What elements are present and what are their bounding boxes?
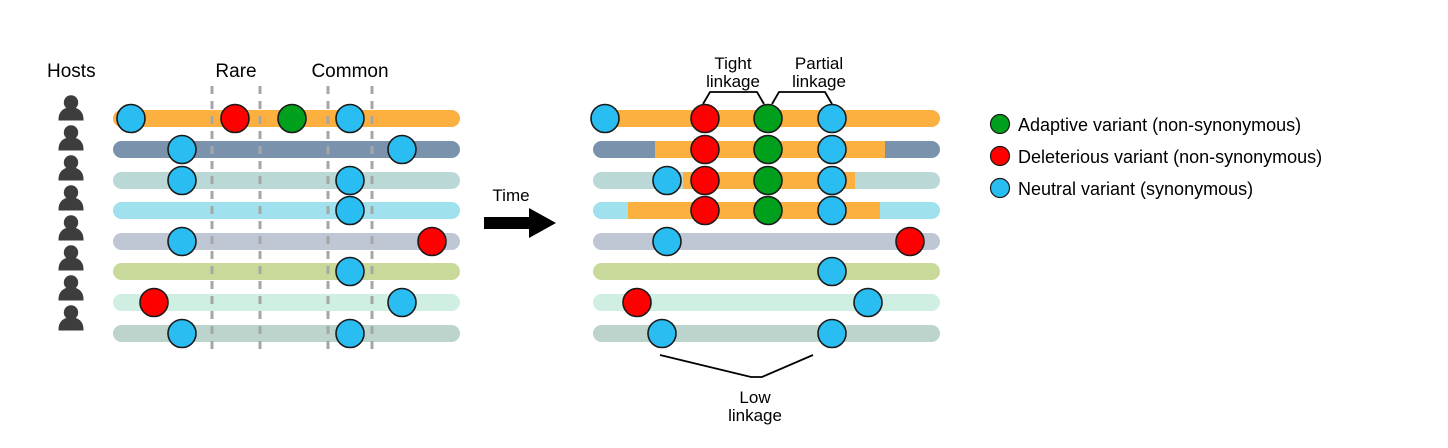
legend-marker-deleterious-icon bbox=[989, 145, 1011, 167]
rare-label: Rare bbox=[215, 61, 256, 82]
host-icon bbox=[58, 245, 84, 271]
variant-neutral bbox=[647, 318, 677, 349]
host-icon bbox=[58, 215, 84, 241]
variant-neutral bbox=[652, 226, 682, 257]
time-arrow-icon bbox=[484, 208, 556, 238]
variant-deleterious bbox=[622, 287, 652, 318]
variant-adaptive bbox=[753, 165, 783, 196]
partial-linkage-label-line1: Partial bbox=[795, 54, 843, 73]
variant-neutral bbox=[167, 165, 197, 196]
partial-linkage-label-line2: linkage bbox=[792, 72, 846, 91]
variant-neutral bbox=[335, 165, 365, 196]
legend-label-neutral: Neutral variant (synonymous) bbox=[1018, 179, 1253, 199]
legend: Adaptive variant (non-synonymous) Delete… bbox=[989, 113, 1322, 199]
time-arrow-group: Time bbox=[484, 186, 556, 238]
host-icon-column bbox=[58, 95, 84, 331]
tight-linkage-label-line1: Tight bbox=[714, 54, 751, 73]
variant-neutral bbox=[335, 318, 365, 349]
host-icon bbox=[58, 125, 84, 151]
tight-linkage-bracket bbox=[702, 91, 765, 105]
variant-deleterious bbox=[690, 134, 720, 165]
variant-neutral bbox=[817, 134, 847, 165]
time-label: Time bbox=[492, 186, 529, 205]
variant-neutral bbox=[335, 256, 365, 287]
low-linkage-label-line2: linkage bbox=[728, 406, 782, 425]
low-linkage-bracket-path bbox=[659, 354, 814, 378]
legend-label-deleterious: Deleterious variant (non-synonymous) bbox=[1018, 147, 1322, 167]
common-label: Common bbox=[311, 61, 388, 82]
variant-neutral bbox=[817, 165, 847, 196]
host-icon bbox=[58, 185, 84, 211]
variant-deleterious bbox=[690, 103, 720, 134]
legend-marker-adaptive-icon bbox=[989, 113, 1011, 135]
genome-bar bbox=[113, 233, 460, 250]
variant-neutral bbox=[167, 134, 197, 165]
variant-deleterious bbox=[690, 165, 720, 196]
hosts-label: Hosts bbox=[47, 61, 96, 82]
variant-neutral bbox=[817, 318, 847, 349]
variant-neutral bbox=[817, 103, 847, 134]
variant-neutral bbox=[167, 226, 197, 257]
variant-neutral bbox=[167, 318, 197, 349]
variant-neutral bbox=[335, 195, 365, 226]
legend-item-deleterious: Deleterious variant (non-synonymous) bbox=[989, 145, 1322, 167]
variant-deleterious bbox=[139, 287, 169, 318]
variant-deleterious bbox=[690, 195, 720, 226]
variant-neutral bbox=[817, 256, 847, 287]
variant-deleterious bbox=[417, 226, 447, 257]
host-icon bbox=[58, 275, 84, 301]
variant-deleterious bbox=[895, 226, 925, 257]
legend-item-neutral: Neutral variant (synonymous) bbox=[989, 177, 1253, 199]
genome-bar bbox=[593, 233, 940, 250]
legend-marker-neutral-icon bbox=[989, 177, 1011, 199]
genome-bar bbox=[113, 325, 460, 342]
partial-linkage-bracket bbox=[771, 91, 833, 105]
legend-item-adaptive: Adaptive variant (non-synonymous) bbox=[989, 113, 1301, 135]
variant-neutral bbox=[335, 103, 365, 134]
variant-neutral bbox=[387, 287, 417, 318]
variant-neutral bbox=[817, 195, 847, 226]
variant-adaptive bbox=[277, 103, 307, 134]
tight-linkage-label-line2: linkage bbox=[706, 72, 760, 91]
legend-label-adaptive: Adaptive variant (non-synonymous) bbox=[1018, 115, 1301, 135]
variant-adaptive bbox=[753, 195, 783, 226]
genome-bar bbox=[113, 172, 460, 189]
before-variants bbox=[116, 103, 447, 349]
host-icon bbox=[58, 155, 84, 181]
linkage-brackets-top bbox=[702, 91, 833, 105]
variant-neutral bbox=[387, 134, 417, 165]
genome-bar bbox=[593, 263, 940, 280]
variant-deleterious bbox=[220, 103, 250, 134]
variant-neutral bbox=[116, 103, 146, 134]
after-variants bbox=[590, 103, 925, 349]
variant-adaptive bbox=[753, 134, 783, 165]
variant-neutral bbox=[652, 165, 682, 196]
variant-adaptive bbox=[753, 103, 783, 134]
variant-neutral bbox=[590, 103, 620, 134]
low-linkage-bracket bbox=[659, 354, 814, 378]
host-icon bbox=[58, 305, 84, 331]
genome-bar bbox=[113, 202, 460, 219]
variant-neutral bbox=[853, 287, 883, 318]
genome-bar bbox=[593, 294, 940, 311]
genome-bar bbox=[593, 325, 940, 342]
genome-bar bbox=[113, 263, 460, 280]
host-icon bbox=[58, 95, 84, 121]
low-linkage-label-line1: Low bbox=[739, 388, 771, 407]
